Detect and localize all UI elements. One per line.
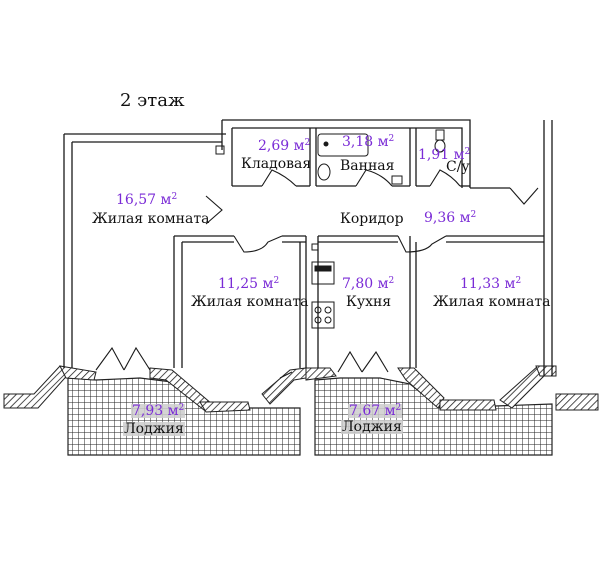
area-kitchen: 7,80 м2 [342, 276, 395, 292]
bathtub-icon [317, 133, 369, 157]
doors [95, 169, 539, 379]
area-living-mid: 11,25 м2 [218, 276, 280, 292]
room-label-bathroom: Ванная [340, 158, 395, 174]
room-label-kitchen: Кухня [346, 294, 392, 310]
stove-icon [311, 261, 335, 285]
room-label-wc: С/у [446, 159, 470, 175]
sink-icon [311, 301, 335, 329]
area-bathroom: 3,18 м2 [342, 134, 395, 150]
fixtures [215, 129, 446, 329]
floor-title: 2 этаж [120, 90, 185, 111]
area-corridor: 9,36 м2 [424, 210, 477, 226]
area-living-left: 16,57 м2 [116, 192, 178, 208]
room-label-living-mid: Жилая комната [191, 294, 309, 310]
toilet-icon [435, 129, 445, 141]
area-living-right: 11,33 м2 [460, 276, 522, 292]
area-wc: 1,91 м2 [418, 147, 471, 163]
loggia-parapets [3, 365, 599, 413]
area-storage: 2,69 м2 [258, 138, 311, 154]
walls [63, 119, 553, 376]
area-loggia-right: 7,67 м2 [348, 403, 403, 419]
room-label-loggia-left: Лоджия [123, 421, 185, 437]
area-loggia-left: 7,93 м2 [131, 403, 186, 419]
room-label-living-left: Жилая комната [92, 211, 210, 227]
room-label-loggia-right: Лоджия [341, 419, 403, 435]
room-label-corridor: Коридор [340, 211, 404, 227]
washbasin-icon [317, 163, 331, 181]
room-label-storage: Кладовая [241, 156, 312, 172]
room-label-living-right: Жилая комната [433, 294, 551, 310]
